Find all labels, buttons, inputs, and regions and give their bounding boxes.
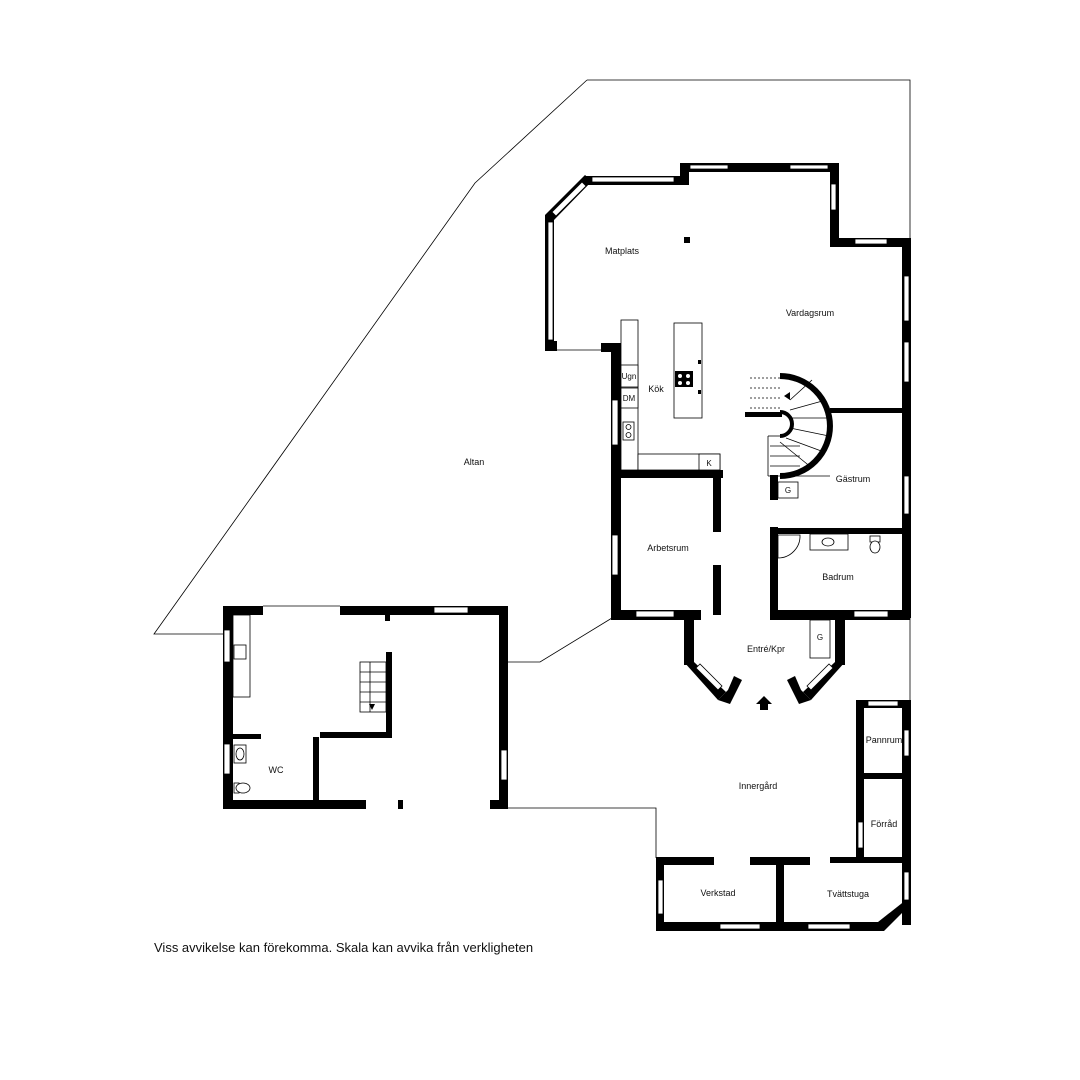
label-kok: Kök — [648, 384, 664, 394]
label-tvattstuga: Tvättstuga — [827, 889, 869, 899]
cooktop — [675, 371, 693, 387]
column — [684, 237, 690, 243]
label-ugn: Ugn — [622, 372, 637, 381]
label-dm: DM — [623, 394, 636, 403]
oven — [620, 364, 639, 388]
fridge — [698, 453, 721, 471]
guest-house-walls — [223, 605, 508, 809]
guest-house-windows — [223, 606, 508, 781]
main-house-walls — [545, 163, 911, 710]
terrace-edge — [153, 79, 588, 635]
disclaimer-text: Viss avvikelse kan förekomma. Skala kan … — [154, 940, 534, 955]
label-matplats: Matplats — [605, 246, 640, 256]
label-entre: Entré/Kpr — [747, 644, 785, 654]
bathroom-vanity — [809, 533, 849, 551]
label-g1: G — [785, 486, 791, 495]
wc-toilet — [235, 782, 251, 794]
label-forrad: Förråd — [871, 819, 898, 829]
label-badrum: Badrum — [822, 572, 854, 582]
kitchen-fixtures — [620, 237, 721, 471]
label-vardagsrum: Vardagsrum — [786, 308, 834, 318]
label-arbetsrum: Arbetsrum — [647, 543, 689, 553]
bathroom-fixtures — [777, 481, 881, 659]
outbuilding-windows — [657, 700, 910, 930]
spiral-staircase — [745, 373, 833, 479]
label-verkstad: Verkstad — [700, 888, 735, 898]
main-house-windows — [547, 164, 910, 691]
label-gastrum: Gästrum — [836, 474, 871, 484]
guest-stair — [359, 661, 387, 713]
toilet — [869, 540, 881, 554]
courtyard-outline — [508, 807, 657, 858]
dishwasher — [620, 387, 639, 409]
label-pannrum: Pannrum — [866, 735, 903, 745]
terrace-outline — [587, 79, 911, 240]
kitchen-sink — [622, 421, 635, 441]
label-k: K — [706, 459, 712, 468]
label-g2: G — [817, 633, 823, 642]
guest-house-fixtures — [232, 614, 387, 794]
wardrobe-g1 — [777, 481, 799, 499]
terrace-lower-edge — [508, 617, 613, 663]
label-innergard: Innergård — [739, 781, 778, 791]
label-altan: Altan — [464, 457, 485, 467]
kitchen-island — [673, 322, 703, 419]
label-wc: WC — [269, 765, 284, 775]
wardrobe-g2 — [809, 619, 831, 659]
guest-sink — [233, 644, 247, 660]
